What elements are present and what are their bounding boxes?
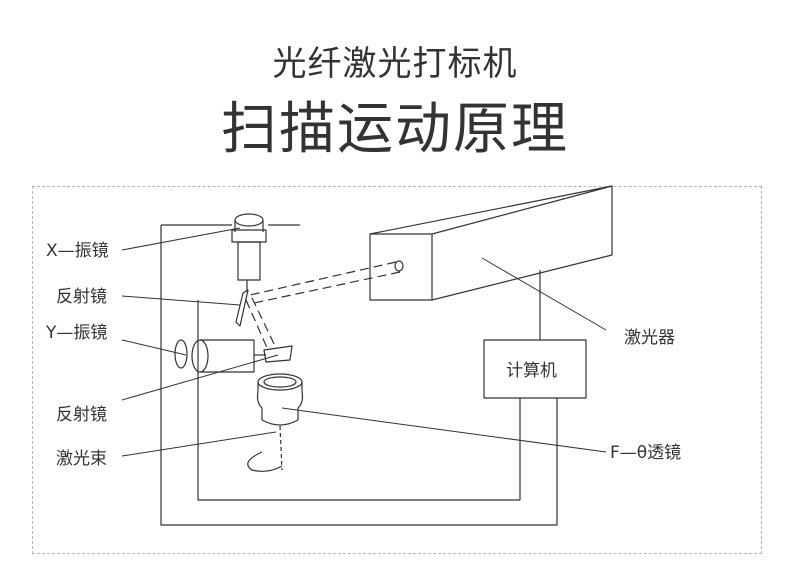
leader-mirror-top [121, 295, 241, 306]
label-mirror-bottom: 反射镜 [56, 405, 107, 425]
f-theta-lens [256, 373, 304, 426]
beam-to-work [279, 425, 283, 471]
label-f-theta-lens: F—θ透镜 [610, 443, 681, 463]
leader-x-galvo [121, 227, 241, 251]
title-line-2: 扫描运动原理 [221, 97, 569, 162]
beam-down-a [245, 299, 269, 351]
y-galvo [174, 339, 266, 373]
beam-horizontal-a [249, 261, 397, 296]
beam-down-b [251, 297, 277, 349]
mirror-bottom [263, 345, 293, 363]
computer-box [483, 339, 587, 399]
label-y-galvo: Y—振镜 [45, 323, 107, 343]
laser-body [369, 185, 613, 301]
x-galvo [231, 213, 267, 292]
beam-horizontal-b [253, 271, 401, 304]
label-computer: 计算机 [506, 361, 557, 381]
workpiece-mark [247, 451, 283, 472]
label-x-galvo: X—振镜 [46, 241, 109, 261]
leader-beam [121, 431, 277, 457]
leader-mirror-bottom [121, 354, 279, 401]
mirror-top [235, 289, 249, 327]
label-beam: 激光束 [56, 449, 107, 469]
leader-f-theta [281, 407, 607, 453]
diagram-frame [32, 186, 762, 554]
leader-y-galvo [121, 339, 187, 356]
laser-aperture [394, 260, 404, 272]
title-line-1: 光纤激光打标机 [272, 44, 518, 84]
inner-frame-line [197, 300, 521, 501]
outer-frame-line [160, 224, 558, 526]
label-laser: 激光器 [624, 328, 675, 348]
leader-laser [481, 257, 607, 331]
label-mirror-top: 反射镜 [56, 287, 107, 307]
